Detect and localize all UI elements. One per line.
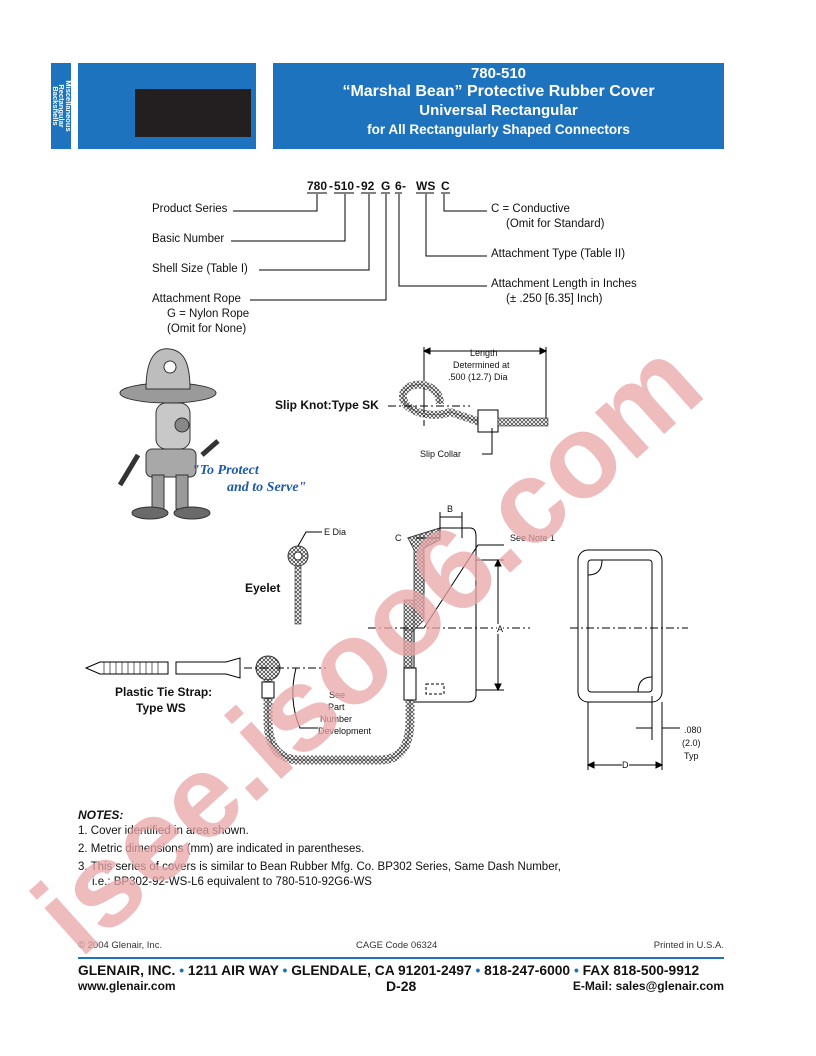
mascot-caption: "To Protect and to Serve" [192,462,306,496]
pn-dash: - [329,179,333,193]
label-nylon-rope: G = Nylon Rope [167,308,250,320]
see-label: See [329,690,346,700]
company-city: GLENDALE, CA 91201-2497 [291,963,472,978]
title-part-number: 780-510 [470,65,527,82]
label-product-series: Product Series [152,203,228,215]
title-product-name: “Marshal Bean” Protective Rubber Cover [342,83,655,100]
note-item-continued: i.e.: BP302-92-WS-L6 equivalent to 780-5… [92,876,372,888]
typ-label: Typ [684,751,699,761]
label-attachment-length: Attachment Length in Inches [491,278,637,290]
determined-at-label: Determined at [453,360,510,370]
page-number: D-28 [386,978,417,994]
note-item: 3. This series of covers is similar to B… [78,861,561,873]
separator-dot: • [573,963,579,978]
label-shell-size: Shell Size (Table I) [152,263,248,275]
pn-92: 92 [361,179,375,193]
separator-dot: • [282,963,288,978]
company-name: GLENAIR, INC. [78,963,176,978]
dim-c-label: C [395,533,402,543]
notes-heading: NOTES: [78,808,124,822]
part-label: Part [328,702,345,712]
side-tab: Miscellaneous Rectangular Backshells [51,63,73,149]
dim-080-label: .080 [684,725,702,735]
label-basic-number: Basic Number [152,233,225,245]
footer-rule [78,957,724,959]
note-item: 1. Cover identified in area shown. [78,825,249,837]
development-label: Development [318,726,372,736]
printed-in: Printed in U.S.A. [653,940,724,951]
dim-a-label: A [497,624,504,634]
pn-510: 510 [334,179,355,193]
separator-dot: • [179,963,185,978]
pn-g: G [381,179,391,193]
label-attachment-type: Attachment Type (Table II) [491,248,626,260]
cage-code: CAGE Code 06324 [356,940,438,951]
company-phone: 818-247-6000 [484,963,571,978]
copyright: © 2004 Glenair, Inc. [78,940,163,951]
label-attachment-rope: Attachment Rope [152,293,241,305]
label-tolerance: (± .250 [6.35] Inch) [506,293,603,305]
logo-block [135,89,251,137]
e-dia-label: E Dia [324,527,347,537]
dia-label: .500 (12.7) Dia [448,372,508,382]
note-item: 2. Metric dimensions (mm) are indicated … [78,843,365,855]
dim-20-label: (2.0) [682,738,701,748]
company-address: 1211 AIR WAY [187,963,279,978]
slip-collar-label: Slip Collar [420,449,462,459]
slip-knot-label: Slip Knot:Type SK [275,398,379,412]
website-link[interactable]: www.glenair.com [78,979,176,993]
label-omit-standard: (Omit for Standard) [506,218,605,230]
dim-d-label: D [622,760,629,770]
label-omit-none: (Omit for None) [167,323,247,335]
length-label: Length [470,348,498,358]
pn-6: 6 [395,179,402,193]
technical-drawing [84,347,688,770]
pn-780: 780 [307,179,328,193]
caption-line: "To Protect [192,463,259,478]
pn-dash: - [402,179,406,193]
title-panel: 780-510 “Marshal Bean” Protective Rubber… [273,63,724,149]
plastic-tie-label: Plastic Tie Strap: [115,685,213,699]
part-number-leaders [231,192,487,301]
number-label: Number [320,714,353,724]
see-note-1-label: See Note 1 [510,533,556,543]
mascot-illustration [118,348,220,520]
email-link[interactable]: E-Mail: sales@glenair.com [572,979,724,993]
eyelet-label: Eyelet [245,581,281,595]
title-subtitle: Universal Rectangular [419,102,578,119]
pn-ws: WS [416,179,436,193]
pn-c: C [441,179,450,193]
title-description: for All Rectangularly Shaped Connectors [367,122,630,137]
plastic-tie-type-label: Type WS [136,701,186,715]
dim-b-label: B [447,504,454,514]
caption-line: and to Serve" [227,480,307,495]
company-line: GLENAIR, INC. • 1211 AIR WAY • GLENDALE,… [78,963,724,978]
pn-dash: - [356,179,360,193]
logo-panel [78,63,256,149]
separator-dot: • [475,963,481,978]
company-fax: FAX 818-500-9912 [582,963,700,978]
label-conductive: C = Conductive [491,203,570,215]
